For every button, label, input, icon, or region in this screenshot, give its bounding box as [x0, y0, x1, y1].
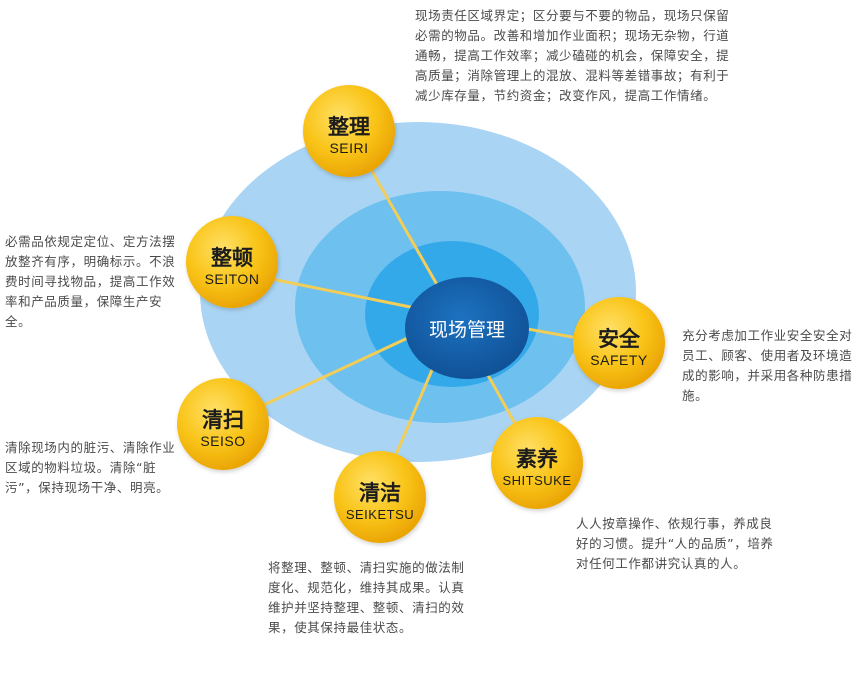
node-seiso-circle: [177, 378, 269, 470]
node-shitsuke-circle: [491, 417, 583, 509]
desc-seiketsu: 将整理、整顿、清扫实施的做法制度化、规范化，维持其成果。认真维护并坚持整理、整顿…: [268, 560, 465, 635]
node-seiri: 整理 SEIRI: [303, 85, 395, 177]
center-label: 现场管理: [429, 319, 505, 341]
node-seiso-zh: 清扫: [202, 408, 244, 432]
node-seiketsu-circle: [334, 451, 426, 543]
node-safety-en: SAFETY: [590, 352, 648, 368]
node-safety: 安全 SAFETY: [573, 297, 665, 389]
node-seiri-en: SEIRI: [329, 140, 368, 156]
node-seiton-en: SEITON: [205, 271, 260, 287]
node-seiketsu: 清洁 SEIKETSU: [334, 451, 426, 543]
desc-seiso: 清除现场内的脏污、清除作业区域的物料垃圾。清除“脏污”，保持现场干净、明亮。: [5, 440, 176, 495]
node-seiton-circle: [186, 216, 278, 308]
node-seiketsu-zh: 清洁: [359, 481, 401, 505]
node-seiton: 整顿 SEITON: [186, 216, 278, 308]
desc-seiton: 必需品依规定定位、定方法摆放整齐有序，明确标示。不浪费时间寻找物品，提高工作效率…: [5, 234, 176, 329]
node-safety-zh: 安全: [598, 327, 641, 351]
node-seiso-en: SEISO: [200, 433, 245, 449]
node-seiketsu-en: SEIKETSU: [346, 507, 414, 522]
node-seiri-zh: 整理: [328, 115, 370, 139]
node-shitsuke-en: SHITSUKE: [502, 473, 571, 488]
desc-shitsuke: 人人按章操作、依规行事，养成良好的习惯。提升“人的品质”，培养对任何工作都讲究认…: [576, 516, 774, 571]
center-core: [405, 277, 529, 379]
node-seiri-circle: [303, 85, 395, 177]
desc-safety: 充分考虑加工作业安全安全对员工、顾客、使用者及环境造成的影响，并采用各种防患措施…: [682, 328, 853, 403]
node-safety-circle: [573, 297, 665, 389]
node-seiton-zh: 整顿: [211, 246, 253, 270]
desc-seiri: 现场责任区域界定；区分要与不要的物品，现场只保留必需的物品。改善和增加作业面积；…: [415, 8, 730, 103]
node-shitsuke: 素养 SHITSUKE: [491, 417, 583, 509]
node-seiso: 清扫 SEISO: [177, 378, 269, 470]
node-shitsuke-zh: 素养: [516, 447, 558, 471]
